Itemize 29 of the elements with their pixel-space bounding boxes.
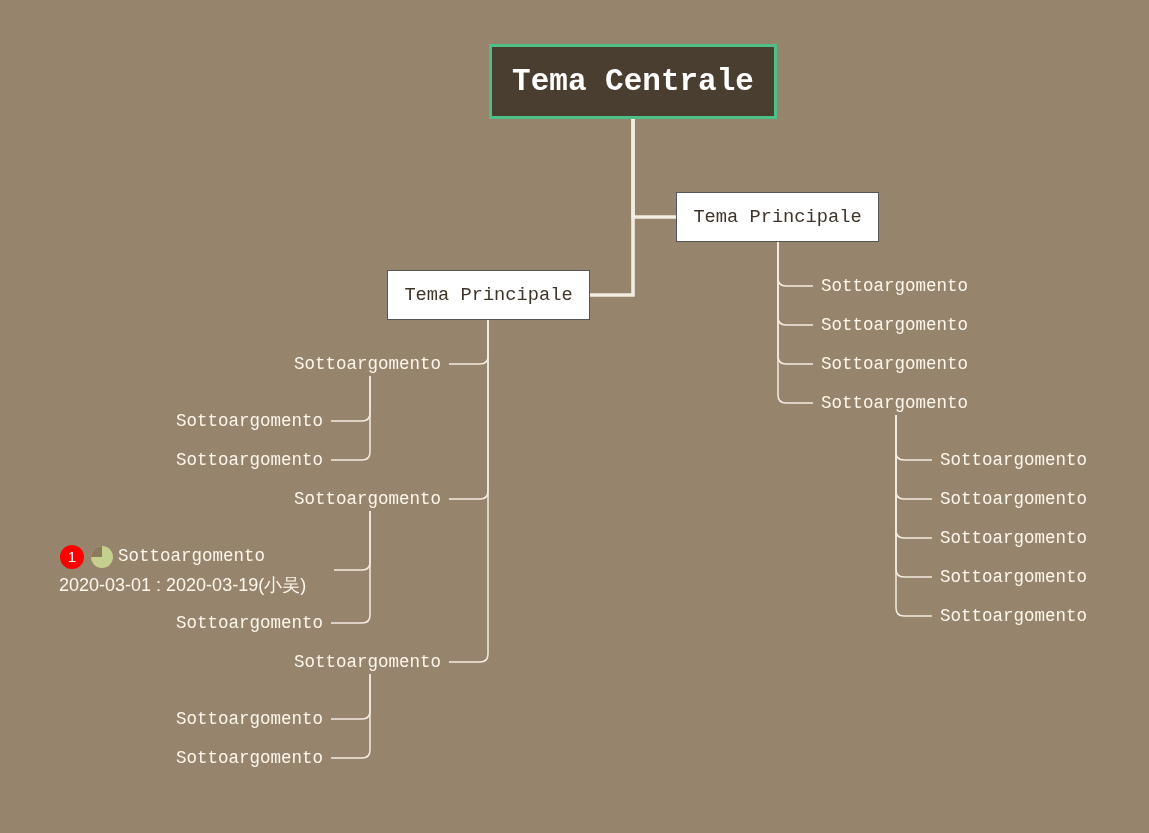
subtopic-text: Sottoargomento — [286, 352, 449, 376]
subtopic-text: Sottoargomento — [168, 448, 331, 472]
subtopic-text: Sottoargomento — [932, 565, 1095, 589]
subtopic-text: Sottoargomento — [813, 313, 976, 337]
subtopic-text: Sottoargomento — [932, 448, 1095, 472]
connector-line — [330, 673, 371, 759]
main-topic-box: Tema Principale — [387, 270, 590, 320]
subtopic-text: Sottoargomento — [813, 391, 976, 415]
subtopic-text: Sottoargomento — [286, 487, 449, 511]
subtopic-text: Sottoargomento — [168, 746, 331, 770]
subtopic-text: Sottoargomento — [168, 611, 331, 635]
priority-badge: 1 — [60, 545, 84, 569]
subtopic-text: Sottoargomento — [813, 274, 976, 298]
subtopic-text: Sottoargomento — [932, 526, 1095, 550]
subtopic-text: Sottoargomento — [286, 650, 449, 674]
connector-line — [330, 375, 371, 461]
connector-line — [330, 510, 371, 624]
subtopic-text: Sottoargomento — [932, 604, 1095, 628]
subtopic-text: Sottoargomento — [168, 707, 331, 731]
central-topic-box: Tema Centrale — [489, 44, 777, 119]
main-topic-box: Tema Principale — [676, 192, 879, 242]
subtopic-text: Sottoargomento — [932, 487, 1095, 511]
subtopic-text: Sottoargomento — [813, 352, 976, 376]
connector-line — [895, 414, 933, 617]
connector-line — [590, 119, 635, 297]
date-range-text: 2020-03-01 : 2020-03-19(小吴) — [59, 574, 307, 597]
subtopic-text: Sottoargomento — [118, 545, 266, 567]
connector-line — [777, 241, 814, 404]
subtopic-text: Sottoargomento — [168, 409, 331, 433]
